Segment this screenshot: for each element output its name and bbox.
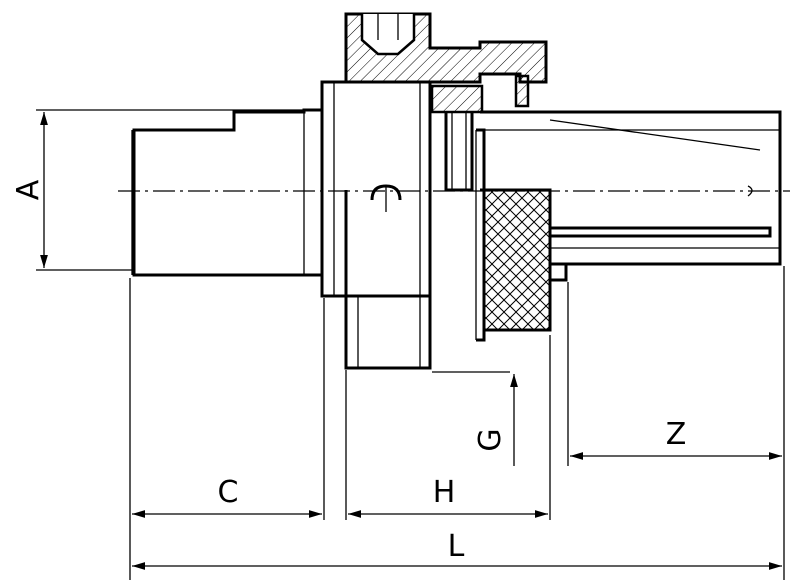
collet (480, 110, 782, 282)
dim-label-A: A (11, 179, 46, 200)
knurled-ring (475, 128, 552, 342)
dim-label-G: G (473, 428, 508, 451)
dim-label-H: H (433, 475, 456, 510)
dimension-lines (40, 112, 782, 570)
inner-sleeve (430, 84, 484, 192)
clamp-nut (344, 12, 548, 108)
dim-label-C: C (218, 475, 239, 510)
dim-label-L: L (448, 529, 465, 564)
flange (320, 80, 432, 370)
dim-label-Z: Z (666, 417, 687, 452)
shank (131, 108, 324, 277)
extension-lines (36, 109, 785, 580)
